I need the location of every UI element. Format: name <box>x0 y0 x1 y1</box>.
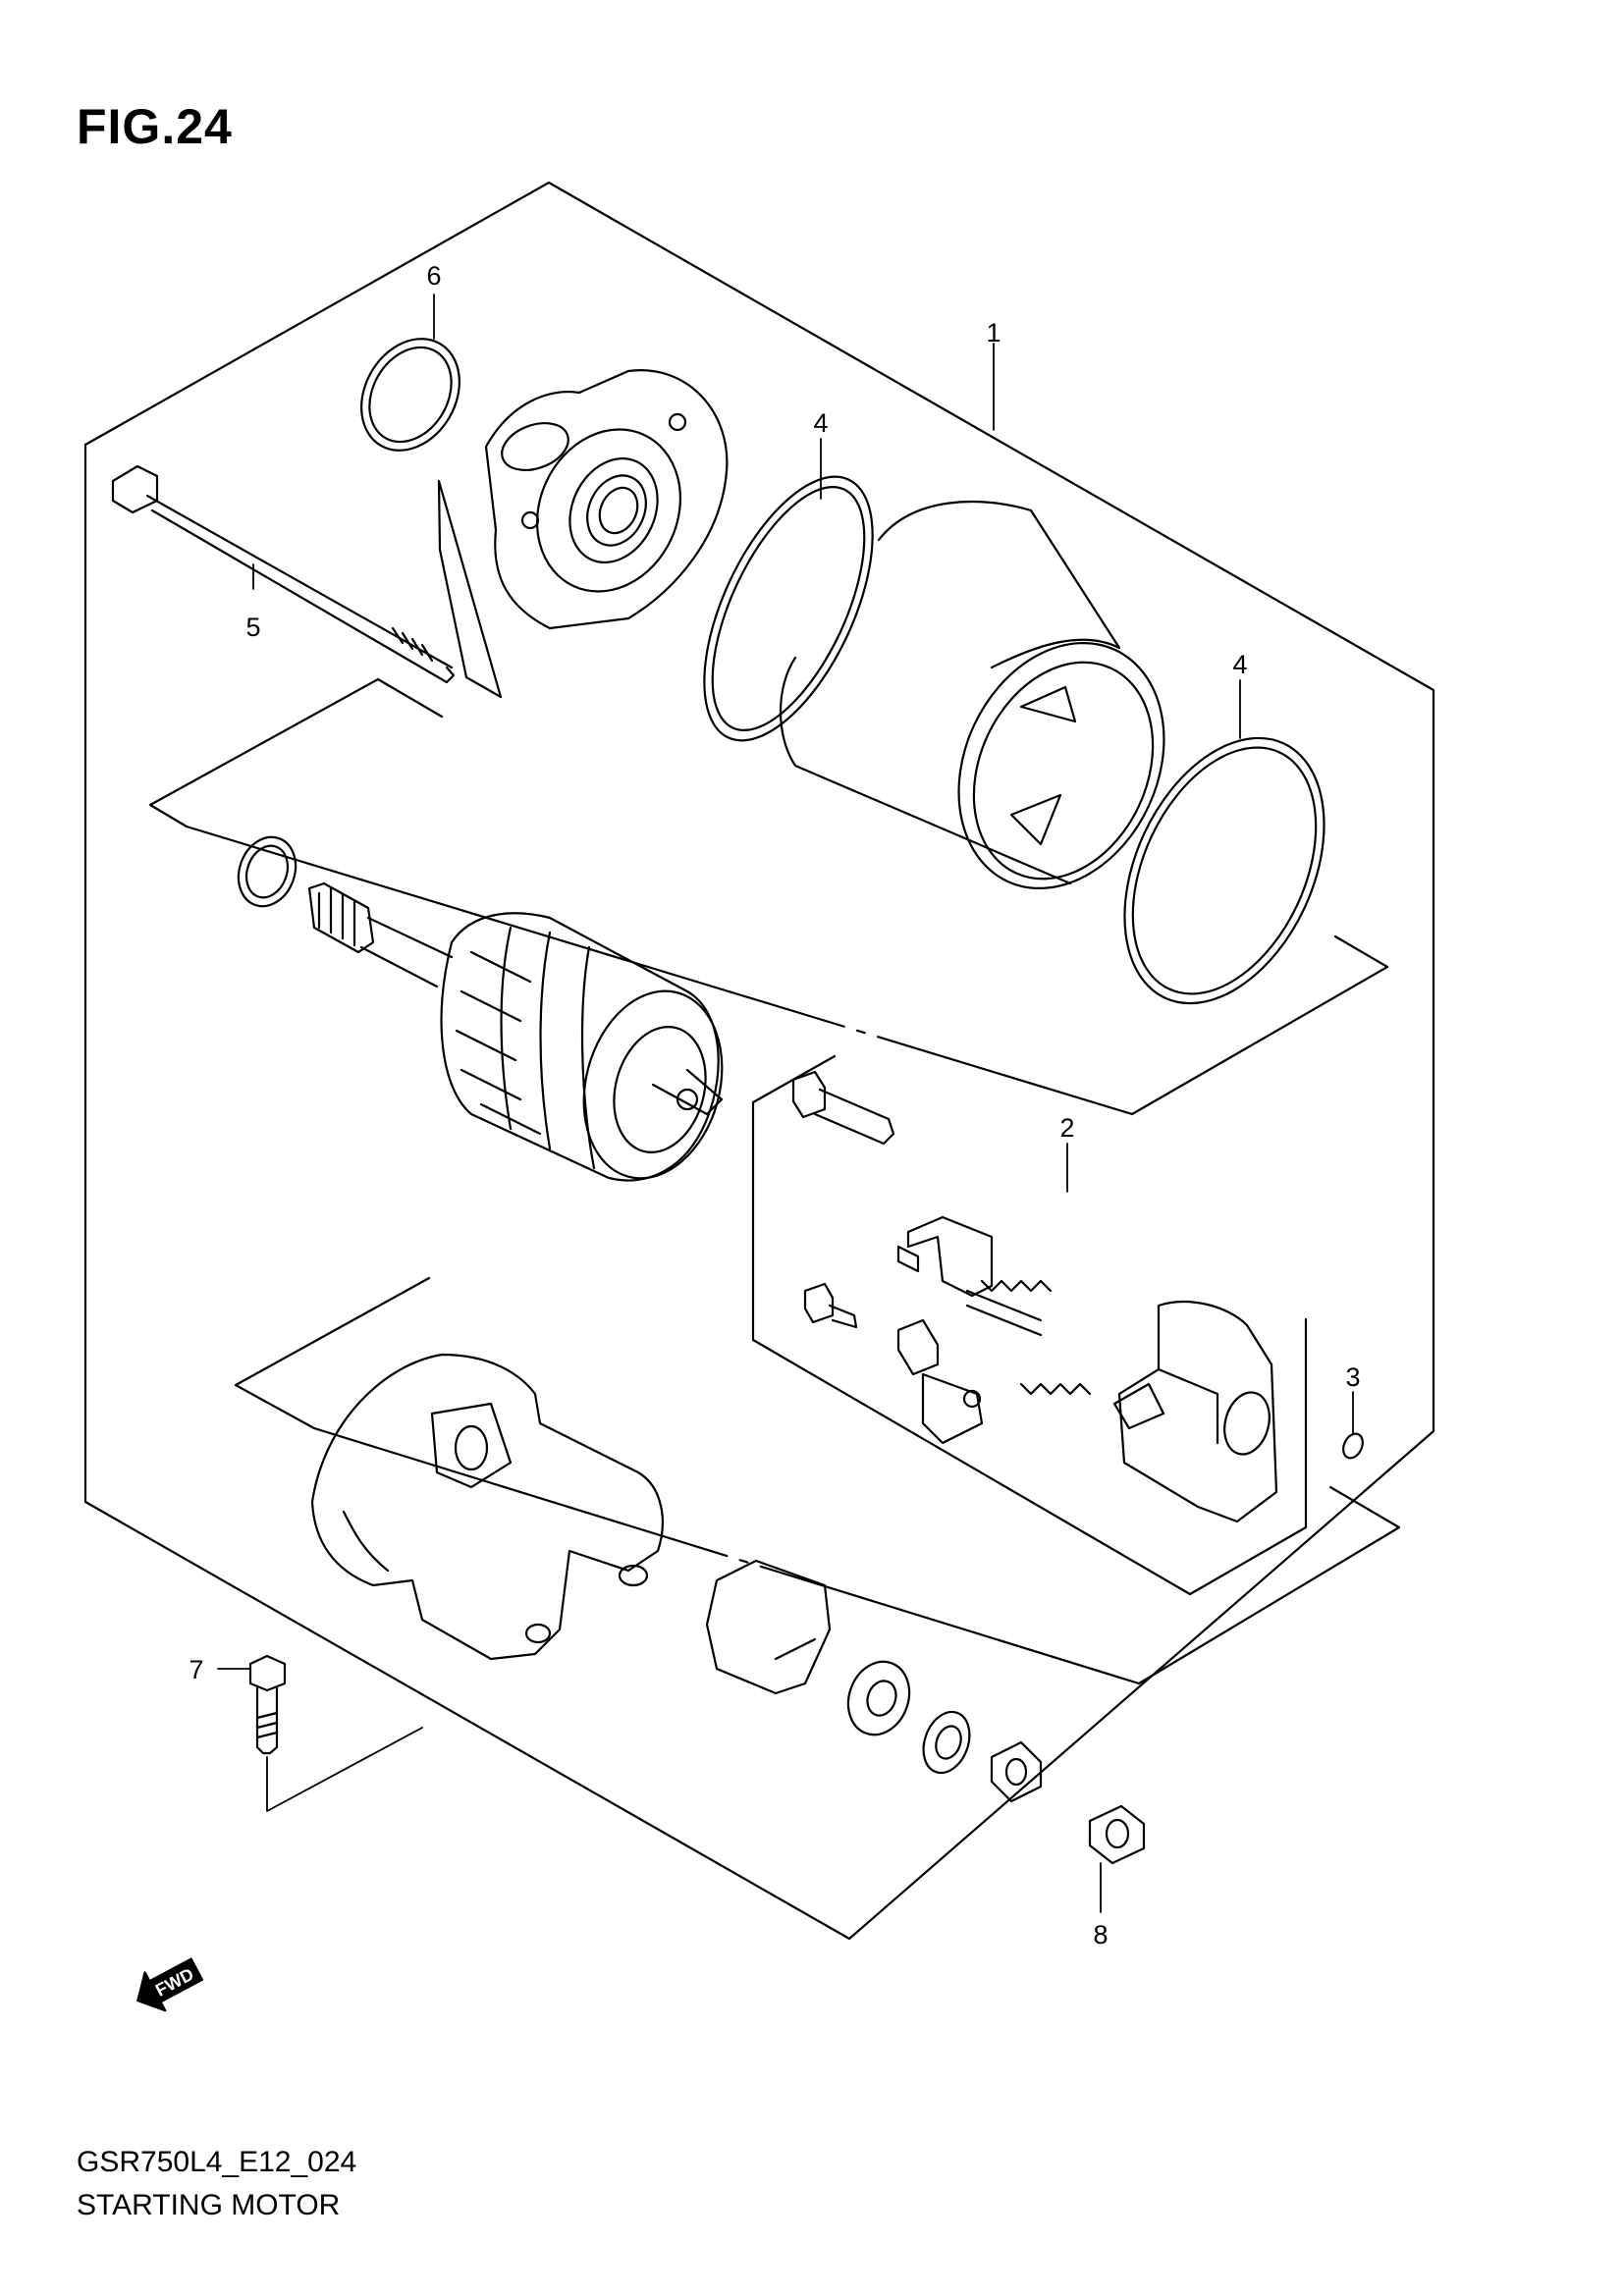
end-cover <box>437 369 729 699</box>
brush-set-part-2 <box>791 1070 1278 1523</box>
diagram-code: GSR750L4_E12_024 <box>77 2146 357 2178</box>
callout-5: 5 <box>245 613 260 642</box>
o-ring-part-4-right <box>1123 736 1325 1005</box>
yoke <box>703 475 1165 889</box>
assembly-outline <box>83 181 1435 1941</box>
housing-plane <box>234 1276 1401 1685</box>
callouts: 6 1 4 4 5 2 3 7 8 <box>189 261 1360 1949</box>
o-ring-part-3 <box>1342 1432 1364 1460</box>
yoke-plane <box>148 677 1389 1116</box>
callout-8: 8 <box>1093 1920 1108 1949</box>
callout-7: 7 <box>189 1655 203 1684</box>
callout-3: 3 <box>1345 1362 1360 1392</box>
nut-1 <box>990 1740 1043 1803</box>
circlip <box>237 835 298 908</box>
callout-1: 1 <box>986 318 1001 347</box>
callout-4-right: 4 <box>1232 650 1247 679</box>
figure-title: FIG.24 <box>77 99 233 154</box>
bolt-part-7 <box>248 1654 287 1755</box>
leader-lines <box>217 294 1354 1913</box>
o-ring-part-6 <box>360 338 460 452</box>
armature <box>307 881 724 1182</box>
through-bolt-part-5 <box>111 464 456 684</box>
housing <box>310 1353 664 1661</box>
nut-part-8 <box>1088 1804 1146 1865</box>
brush-plate <box>705 1559 832 1695</box>
callout-4-left: 4 <box>813 408 828 438</box>
fwd-arrow-icon: FWD <box>136 1957 204 2012</box>
callout-6: 6 <box>426 261 441 291</box>
washer-1 <box>846 1660 911 1736</box>
washer-2 <box>922 1710 971 1775</box>
section-name: STARTING MOTOR <box>77 2189 341 2221</box>
brush-holder-panel <box>751 1054 1308 1596</box>
callout-2: 2 <box>1059 1113 1074 1143</box>
